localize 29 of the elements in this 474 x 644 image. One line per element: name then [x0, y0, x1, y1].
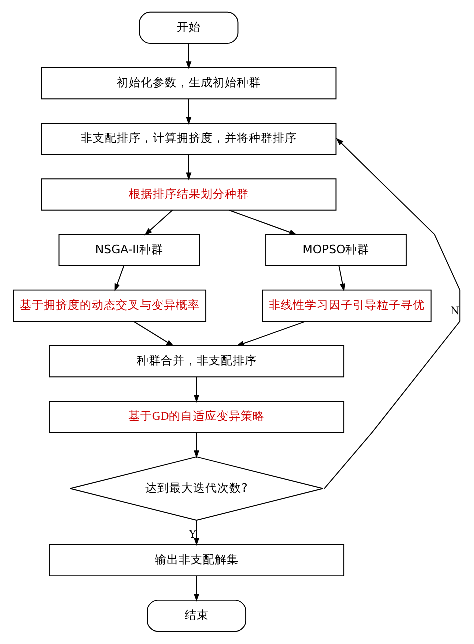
arrow	[114, 265, 125, 292]
arrow	[194, 520, 200, 546]
node-box: MOPSO种群	[266, 234, 407, 266]
edge-label: N	[450, 304, 460, 318]
arrow	[194, 376, 200, 403]
node-box: 开始	[139, 12, 239, 44]
node-box: 根据排序结果划分种群	[41, 178, 337, 211]
arrow	[186, 43, 192, 70]
node-box: 基于拥挤度的动态交叉与变异概率	[13, 290, 207, 322]
node-box: NSGA-II种群	[58, 234, 200, 266]
node-box: 基于GD的自适应变异策略	[49, 401, 345, 434]
arrow	[338, 265, 346, 292]
arrow	[133, 321, 174, 347]
arrow	[324, 138, 461, 490]
edge-label: Y	[189, 528, 196, 542]
node-box: 非支配排序，计算拥挤度，并将种群排序	[41, 123, 337, 156]
node-box: 非线性学习因子引导粒子寻优	[262, 290, 432, 322]
node-diamond: 达到最大迭代次数?	[70, 456, 324, 521]
arrow	[236, 321, 306, 346]
arrow	[186, 98, 192, 125]
arrow	[194, 576, 200, 602]
node-box: 结束	[147, 600, 246, 632]
node-box: 初始化参数，生成初始种群	[41, 67, 337, 100]
node-box: 输出非支配解集	[49, 544, 345, 577]
arrow	[228, 210, 298, 236]
node-box: 种群合并，非支配排序	[49, 345, 345, 378]
arrow	[186, 154, 192, 181]
arrow	[144, 210, 174, 236]
arrow	[194, 432, 200, 458]
